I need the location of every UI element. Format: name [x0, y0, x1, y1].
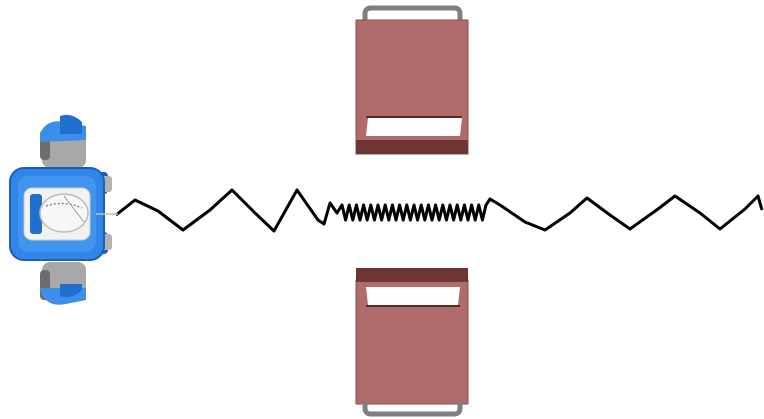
trajectory: [115, 188, 764, 233]
robot: [9, 114, 118, 305]
top-chair-frame: [362, 5, 463, 22]
top-chair: [355, 5, 469, 155]
robot-head: [39, 193, 89, 233]
bottom-chair-frame: [362, 402, 463, 417]
trajectory-path: [115, 188, 764, 233]
top-chair-bottom-edge: [356, 140, 468, 154]
bottom-chair: [355, 268, 469, 417]
top-chair-cutout: [366, 118, 462, 136]
bottom-chair-cutout: [366, 287, 460, 305]
